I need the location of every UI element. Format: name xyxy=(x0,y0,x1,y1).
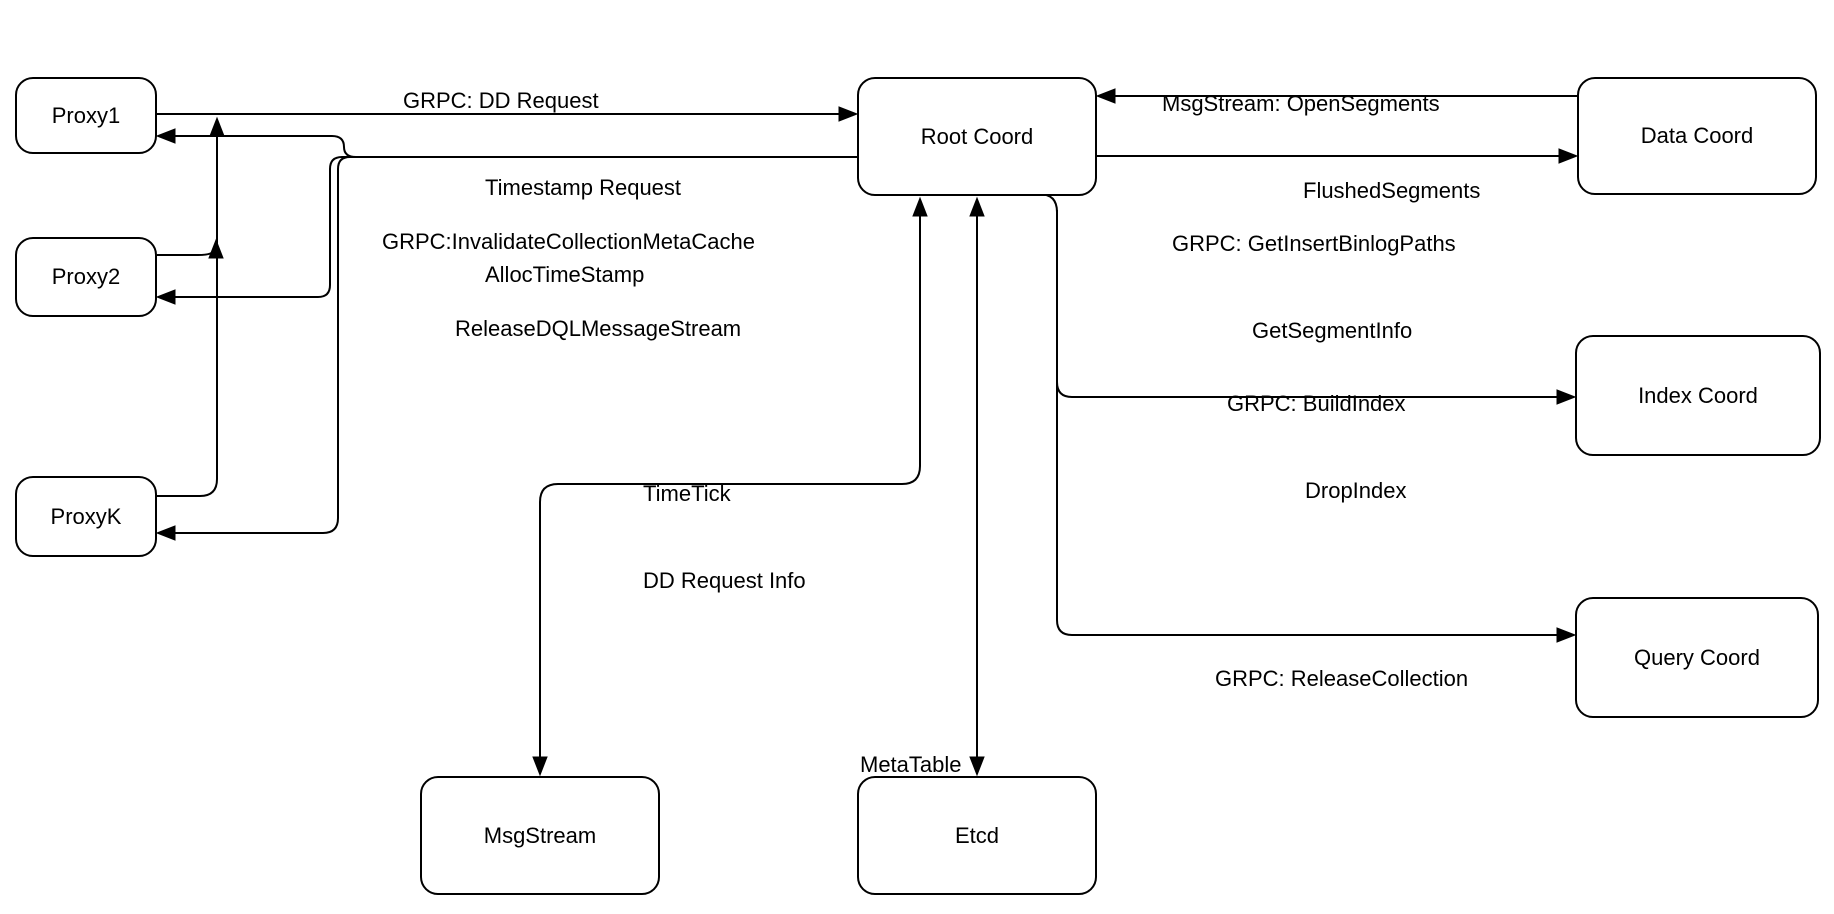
edge-rootcoord-msgstream xyxy=(532,196,928,777)
edge-label-line: FlushedSegments xyxy=(1303,178,1481,203)
node-msgstream[interactable]: MsgStream xyxy=(420,776,660,895)
edge-rootcoord-etcd xyxy=(969,196,985,777)
edge-rootcoord-to-proxy2 xyxy=(155,156,857,305)
edge-label-line: GRPC: DD Request xyxy=(403,88,599,113)
edge-label-line: TimeTick xyxy=(643,481,731,506)
edge-label-line: GRPC:InvalidateCollectionMetaCache xyxy=(382,229,755,254)
node-etcd[interactable]: Etcd xyxy=(857,776,1097,895)
node-proxyk[interactable]: ProxyK xyxy=(15,476,157,557)
edge-label-line: Timestamp Request xyxy=(485,175,682,200)
edge-rootcoord-to-querycoord xyxy=(1056,210,1577,643)
node-msgstream-label: MsgStream xyxy=(483,822,597,848)
edge-label-line: ReleaseDQLMessageStream xyxy=(455,316,742,341)
edge-label-root-to-data: GRPC: GetInsertBinlogPaths GetSegmentInf… xyxy=(1172,171,1456,403)
node-query-coord[interactable]: Query Coord xyxy=(1575,597,1819,718)
node-query-coord-label: Query Coord xyxy=(1634,644,1760,670)
node-proxy2-label: Proxy2 xyxy=(51,264,121,289)
edge-label-root-to-msgstream: TimeTick DD Request Info xyxy=(643,421,806,653)
edge-label-proxy-requests: GRPC: DD Request Timestamp Request Alloc… xyxy=(403,28,681,347)
edge-label-line: MsgStream: OpenSegments xyxy=(1162,91,1440,116)
edge-label-line: DropIndex xyxy=(1305,478,1407,503)
edge-label-line: MetaTable xyxy=(860,752,962,777)
node-data-coord[interactable]: Data Coord xyxy=(1577,77,1817,195)
edge-label-root-to-index: GRPC: BuildIndex DropIndex xyxy=(1227,331,1407,563)
edge-label-line: AllocTimeStamp xyxy=(485,262,645,287)
node-proxyk-label: ProxyK xyxy=(50,503,122,529)
edge-rootcoord-to-datacoord xyxy=(1097,148,1579,164)
node-data-coord-label: Data Coord xyxy=(1640,123,1754,148)
edge-label-line: GRPC: ReleaseCollection xyxy=(1215,666,1469,691)
edge-label-root-to-etcd: MetaTable xyxy=(860,692,962,837)
node-root-coord-label: Root Coord xyxy=(920,123,1034,149)
edge-rootcoord-to-proxyk xyxy=(155,156,857,541)
node-etcd-label: Etcd xyxy=(954,822,1000,848)
edge-datacoord-to-rootcoord xyxy=(1095,88,1577,104)
node-proxy2[interactable]: Proxy2 xyxy=(15,237,157,317)
edge-label-root-to-proxies: GRPC:InvalidateCollectionMetaCache Relea… xyxy=(382,169,755,401)
node-index-coord-label: Index Coord xyxy=(1638,382,1758,408)
edge-label-data-to-root: MsgStream: OpenSegments FlushedSegments xyxy=(1162,31,1480,263)
edge-label-line: DD Request Info xyxy=(643,568,806,593)
node-proxy1[interactable]: Proxy1 xyxy=(15,77,157,154)
node-index-coord[interactable]: Index Coord xyxy=(1575,335,1821,456)
edge-proxy1-to-rootcoord xyxy=(157,106,859,122)
edge-label-line: GRPC: BuildIndex xyxy=(1227,391,1406,416)
edge-proxyk-merge-up xyxy=(157,116,225,497)
edge-label-root-to-query: GRPC: ReleaseCollection xyxy=(1215,606,1468,751)
node-proxy1-label: Proxy1 xyxy=(51,102,121,128)
edge-proxy2-merge-up xyxy=(157,238,224,259)
edge-label-line: GRPC: GetInsertBinlogPaths xyxy=(1172,231,1456,256)
edge-label-line: GetSegmentInfo xyxy=(1252,318,1413,343)
node-root-coord[interactable]: Root Coord xyxy=(857,77,1097,196)
